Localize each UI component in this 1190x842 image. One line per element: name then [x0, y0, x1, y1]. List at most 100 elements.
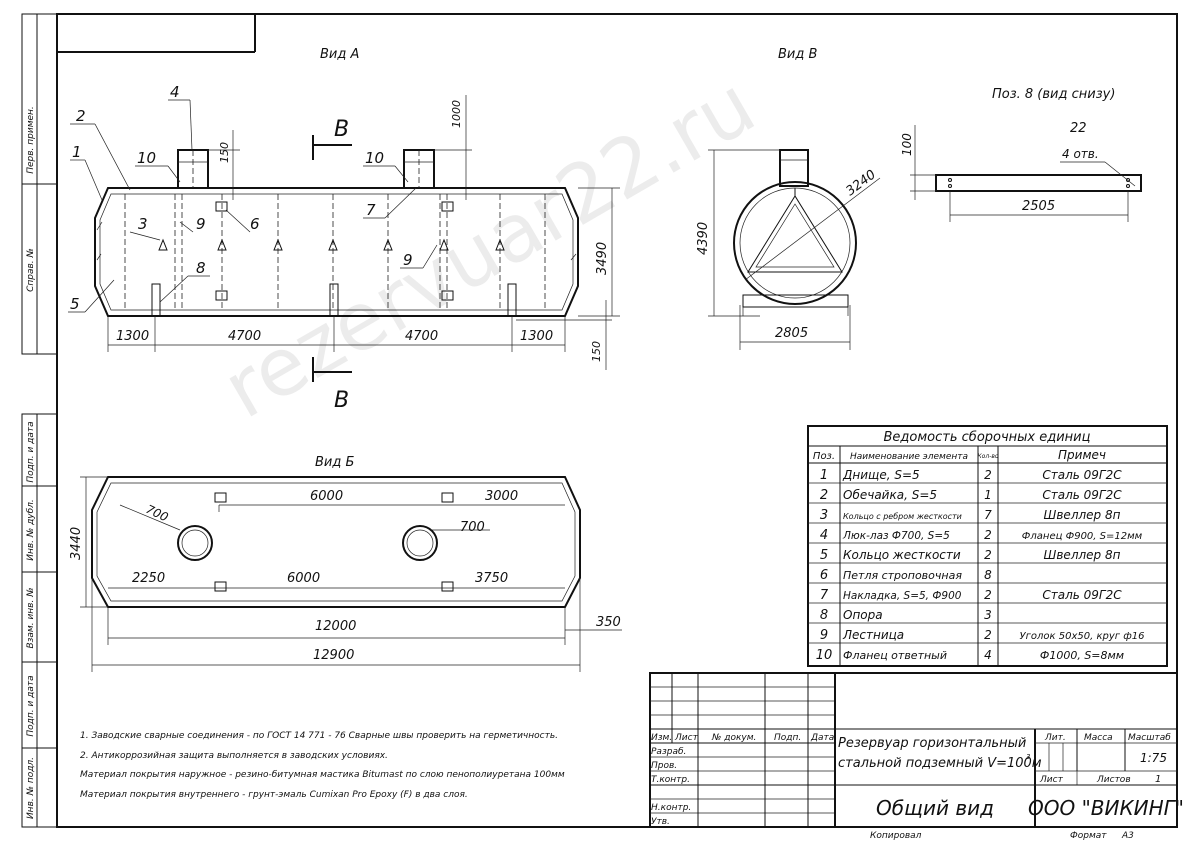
view-a-callout-5: 5	[70, 295, 80, 313]
side-label-sprav: Справ. №	[26, 248, 36, 292]
spec-header-pos: Поз.	[813, 451, 835, 462]
spec-row-4-qty: 2	[984, 528, 992, 542]
dim-3490: 3490	[595, 242, 610, 275]
dim-pos8-22: 22	[1070, 121, 1087, 136]
spec-row-5-note: Швеллер 8п	[1044, 548, 1121, 562]
view-a-callout-4: 4	[170, 83, 180, 101]
dim-b-3000: 3000	[485, 489, 518, 504]
section-letter-bottom: В	[334, 388, 349, 413]
view-a-leaders	[68, 99, 438, 313]
view-a-callout-9-right: 9	[403, 251, 413, 269]
spec-header-qty: Кол-во	[977, 453, 998, 460]
spec-row-8-qty: 3	[984, 608, 992, 622]
dim-b-3750: 3750	[475, 571, 508, 586]
spec-row-5-name: Кольцо жесткости	[843, 548, 961, 562]
dim-b-6000-top: 6000	[310, 489, 343, 504]
side-label-inv-podl: Инв. № подл.	[26, 757, 36, 819]
tb-role-tkontr: Т.контр.	[651, 775, 690, 785]
dim-1300-left: 1300	[116, 329, 149, 344]
spec-row-10-note: Ф1000, S=8мм	[1040, 649, 1124, 662]
side-label-inv-dubl: Инв. № дубл.	[26, 499, 36, 561]
tb-role-razrab: Разраб.	[651, 747, 686, 757]
spec-header-name: Наименование элемента	[850, 452, 968, 462]
spec-row-9-qty: 2	[984, 628, 992, 642]
tb-scale-value: 1:75	[1140, 751, 1167, 765]
watermark: rezervuar22.ru	[208, 58, 770, 436]
tb-company: ООО "ВИКИНГ"	[1028, 796, 1184, 820]
spec-row-7-name: Накладка, S=5, Ф900	[843, 590, 962, 602]
spec-row-3-name: Кольцо с ребром жесткости	[843, 512, 962, 521]
spec-row-7-pos: 7	[820, 588, 829, 603]
tb-role-nkontr: Н.контр.	[651, 803, 691, 813]
tb-sheet-label: Лист	[1039, 775, 1064, 785]
dim-b-700-b: 700	[460, 520, 485, 535]
spec-row-10-pos: 10	[816, 648, 833, 663]
dim-b-12900: 12900	[313, 648, 354, 663]
spec-row-10-name: Фланец ответный	[843, 649, 947, 662]
note-1: 1. Заводские сварные соединения - по ГОС…	[80, 731, 558, 741]
spec-row-3-qty: 7	[984, 508, 992, 522]
view-a-title: Вид А	[320, 47, 359, 62]
tb-list: Лист	[674, 733, 699, 743]
dim-pos8-2505: 2505	[1022, 199, 1055, 214]
view-a-callout-8: 8	[196, 259, 206, 277]
dim-b-3440: 3440	[69, 527, 84, 560]
tb-dokum: № докум.	[711, 733, 756, 743]
view-v-cross-section	[708, 149, 881, 350]
dim-pos8-holes: 4 отв.	[1062, 147, 1099, 161]
dim-4700-a: 4700	[228, 329, 261, 344]
spec-row-4-name: Люк-лаз Ф700, S=5	[842, 530, 950, 542]
spec-row-9-pos: 9	[820, 628, 828, 643]
spec-row-1-note: Сталь 09Г2С	[1042, 468, 1122, 482]
spec-row-1-qty: 2	[984, 468, 992, 482]
view-b-title: Вид Б	[315, 455, 354, 470]
tb-product-line2: стальной подземный V=100м	[838, 756, 1042, 771]
spec-row-7-qty: 2	[984, 588, 992, 602]
spec-table-grid	[807, 425, 1168, 667]
spec-row-2-qty: 1	[984, 488, 992, 502]
dim-1300-right: 1300	[520, 329, 553, 344]
spec-row-9-note: Уголок 50х50, круг ф16	[1020, 631, 1145, 642]
tb-sheets-value: 1	[1155, 774, 1161, 785]
sheet-frame	[21, 13, 1178, 828]
dim-support-150: 150	[590, 341, 603, 362]
tb-sheets-label: Листов	[1096, 775, 1131, 785]
spec-row-3-pos: 3	[820, 508, 828, 523]
tb-scale-label: Масштаб	[1128, 733, 1171, 743]
dim-b-700-a: 700	[144, 502, 171, 525]
tb-product-line1: Резервуар горизонтальный	[838, 736, 1026, 751]
spec-row-4-note: Фланец Ф900, S=12мм	[1022, 531, 1143, 542]
dim-4700-b: 4700	[405, 329, 438, 344]
tb-lit-label: Лит.	[1044, 733, 1066, 743]
tb-format-label: Формат	[1070, 831, 1107, 841]
spec-row-6-qty: 8	[984, 568, 992, 582]
view-a-callout-7: 7	[366, 201, 376, 219]
dim-pos8-100: 100	[900, 133, 914, 156]
spec-row-3-note: Швеллер 8п	[1044, 508, 1121, 522]
spec-row-4-pos: 4	[820, 528, 828, 543]
spec-row-8-name: Опора	[843, 608, 883, 622]
dim-2805: 2805	[775, 326, 808, 341]
tb-data: Дата	[810, 733, 834, 743]
view-a-callout-10-left: 10	[137, 149, 156, 167]
section-b-markers	[312, 135, 352, 382]
spec-row-6-name: Петля строповочная	[843, 569, 962, 582]
view-b-plan	[80, 476, 622, 672]
view-a-callout-3: 3	[138, 215, 148, 233]
dim-4390: 4390	[696, 222, 711, 255]
dim-neck-1000: 1000	[450, 100, 463, 128]
spec-row-5-qty: 2	[984, 548, 992, 562]
side-label-podp-data-2: Подп. и дата	[26, 675, 36, 736]
title-block-grid	[649, 672, 1178, 828]
dim-b-6000-bottom: 6000	[287, 571, 320, 586]
view-a-callout-9-left: 9	[196, 215, 206, 233]
tb-podp: Подп.	[774, 733, 801, 743]
view-a-callout-6: 6	[250, 215, 260, 233]
section-letter-top: В	[334, 117, 349, 142]
view-a-dimensions	[107, 95, 620, 370]
spec-table-rows: 1 Днище, S=5 2 Сталь 09Г2С 2 Обечайка, S…	[816, 468, 1145, 663]
tb-role-utv: Утв.	[651, 817, 670, 827]
spec-row-5-pos: 5	[820, 548, 828, 563]
spec-row-2-pos: 2	[820, 488, 828, 503]
view-a-callout-2: 2	[76, 107, 86, 125]
